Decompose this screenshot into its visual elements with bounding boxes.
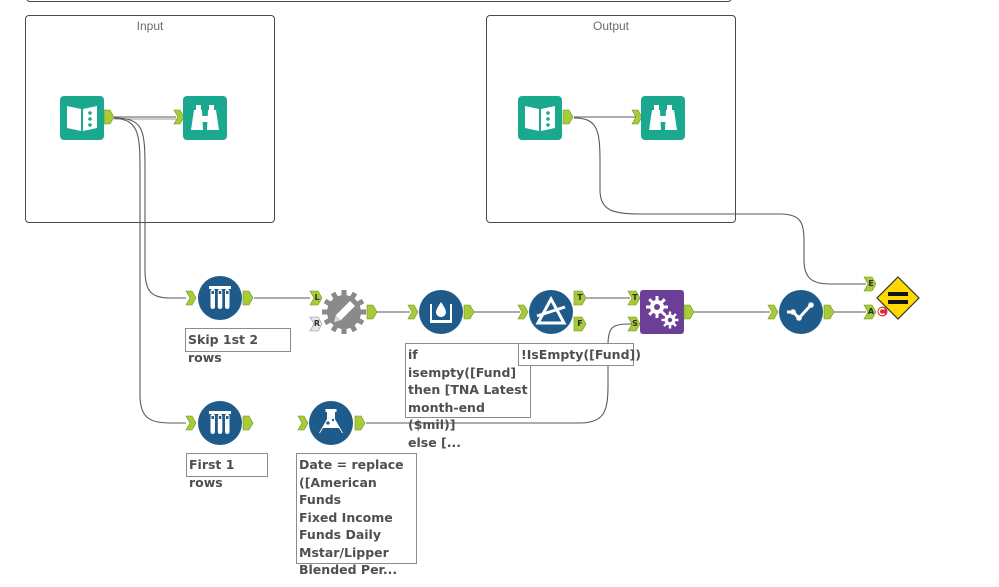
filter-false-anchor[interactable] [573,316,587,332]
output-input-data-output-anchor[interactable] [562,109,574,125]
filter-true-label: T [577,293,583,302]
filter-true-anchor[interactable] [573,290,587,306]
select-output-anchor[interactable] [823,304,835,320]
filter-false-label: F [577,319,583,328]
output-browse-input-anchor[interactable] [631,109,643,125]
cup-drop-icon [419,290,463,334]
browse-input-anchor[interactable] [173,109,185,125]
append-source-label: S [632,319,638,328]
append-fields-tool[interactable] [640,290,684,334]
sample-skip-output-anchor[interactable] [242,290,254,306]
append-output-anchor[interactable] [683,304,695,320]
browse-tool[interactable] [183,96,227,140]
formula-input-anchor[interactable] [297,415,309,431]
select-tool[interactable] [779,290,823,334]
gear-pencil-icon [322,290,366,334]
annotation-formula-fund[interactable]: if isempty([Fund] then [TNA Latest month… [405,343,531,450]
annotation-filter-fund[interactable]: !IsEmpty([Fund]) [518,343,641,366]
triangle-filter-icon [529,290,573,334]
join-left-label: L [314,293,320,302]
annotation-skip-rows[interactable]: Skip 1st 2 rows [185,328,291,365]
multi-row-formula-tool[interactable] [419,290,463,334]
join-right-label: R [313,319,321,328]
join-tool[interactable] [322,290,366,334]
sample-first-tool[interactable] [198,401,242,445]
append-source-anchor[interactable] [627,316,641,332]
input-container-title: Input [136,19,164,33]
error-indicator-icon [877,306,888,317]
output-container-title: Output [592,19,630,33]
join-right-anchor[interactable] [309,316,323,332]
annotation-first-rows[interactable]: First 1 rows [186,453,268,490]
output-input-data-tool[interactable] [518,96,562,140]
filter-tool[interactable] [529,290,573,334]
multirow-input-anchor[interactable] [407,304,419,320]
sample-skip-tool[interactable] [198,276,242,320]
input-data-output-anchor[interactable] [103,109,115,125]
gears-icon [640,290,684,334]
append-target-anchor[interactable] [627,290,641,306]
book-icon [60,96,104,140]
append-target-label: T [632,293,638,302]
formula-output-anchor[interactable] [354,415,366,431]
top-container-edge [26,0,732,2]
join-output-anchor[interactable] [366,304,378,320]
flask-icon [309,401,353,445]
sample-first-input-anchor[interactable] [185,415,197,431]
binoculars-icon [183,96,227,140]
multirow-output-anchor[interactable] [463,304,475,320]
input-data-tool[interactable] [60,96,104,140]
expect-actual-anchor[interactable] [863,304,877,320]
check-line-icon [779,290,823,334]
expect-actual-label: A [867,307,875,316]
sample-skip-input-anchor[interactable] [185,290,197,306]
book-icon [518,96,562,140]
annotation-formula-date[interactable]: Date = replace ([American Funds Fixed In… [296,453,417,577]
filter-input-anchor[interactable] [517,304,529,320]
test-tubes-icon [198,276,242,320]
output-browse-tool[interactable] [641,96,685,140]
expect-expected-label: E [868,279,874,288]
select-input-anchor[interactable] [767,304,779,320]
join-left-anchor[interactable] [309,290,323,306]
sample-first-output-anchor[interactable] [242,415,254,431]
equals-diamond-icon [876,276,920,320]
formula-tool[interactable] [309,401,353,445]
expect-equal-tool[interactable] [876,276,920,320]
binoculars-icon [641,96,685,140]
expect-expected-anchor[interactable] [863,276,877,292]
test-tubes-icon [198,401,242,445]
